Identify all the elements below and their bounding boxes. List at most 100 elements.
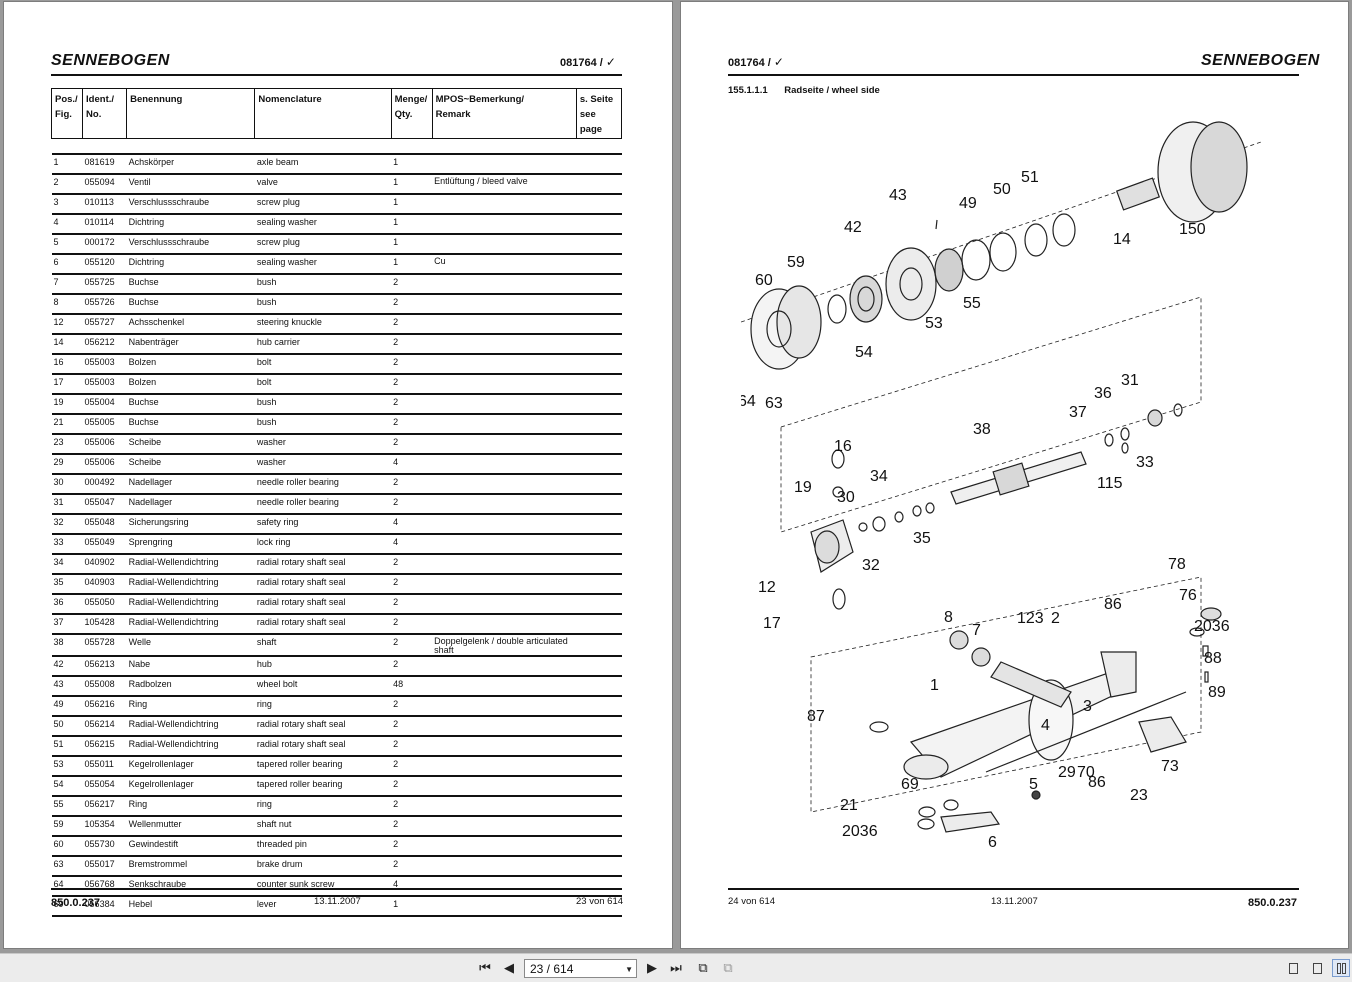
table-cell-see-page — [576, 354, 622, 375]
table-cell-ident: 056768 — [82, 876, 127, 897]
snapshot-icon[interactable]: ⧉ — [723, 960, 733, 975]
table-cell-en: axle beam — [254, 154, 392, 175]
table-cell-qty: 2 — [391, 354, 433, 375]
table-cell-en: bush — [254, 274, 392, 295]
callout-label: 31 — [1121, 372, 1139, 389]
table-cell-remark — [432, 614, 577, 635]
table-cell-remark — [432, 374, 577, 395]
table-cell-qty: 1 — [391, 234, 433, 255]
table-cell-remark — [432, 716, 577, 737]
callout-label: 29 — [1058, 764, 1076, 781]
table-cell-ident: 056213 — [82, 656, 127, 677]
table-cell-en: valve — [254, 174, 392, 195]
table-cell-de: Scheibe — [126, 454, 255, 475]
first-page-icon[interactable]: ⏮ — [479, 960, 491, 975]
table-cell-de: Ring — [126, 696, 255, 717]
table-cell-see-page — [576, 474, 622, 495]
footer-page-number: 23 von 614 — [576, 896, 624, 907]
table-cell-see-page — [576, 876, 622, 897]
prev-page-icon[interactable]: ◀ — [504, 960, 514, 975]
table-cell-de: Verschlussschraube — [126, 234, 255, 255]
table-cell-ident: 081619 — [82, 154, 127, 175]
table-cell-pos: 7 — [51, 274, 83, 295]
table-cell-remark — [432, 294, 577, 315]
callout-label: 86 — [1104, 596, 1122, 613]
table-cell-remark: Cu — [432, 254, 577, 275]
table-cell-de: Achskörper — [126, 154, 255, 175]
table-cell-pos: 1 — [51, 154, 83, 175]
table-cell-en: bolt — [254, 354, 392, 375]
table-cell-ident: 056217 — [82, 796, 127, 817]
table-cell-pos: 53 — [51, 756, 83, 777]
table-cell-qty: 2 — [391, 434, 433, 455]
table-cell-qty: 2 — [391, 736, 433, 757]
table-cell-remark — [432, 816, 577, 837]
callout-label: 115 — [1097, 475, 1123, 492]
table-cell-de: Dichtring — [126, 214, 255, 235]
table-cell-pos: 30 — [51, 474, 83, 495]
continuous-view-icon[interactable] — [1308, 959, 1326, 977]
next-page-icon[interactable]: ▶ — [647, 960, 657, 975]
table-cell-remark — [432, 474, 577, 495]
table-cell-ident: 056215 — [82, 736, 127, 757]
table-cell-see-page — [576, 374, 622, 395]
table-cell-en: lever — [254, 896, 392, 917]
footer-date: 13.11.2007 — [991, 896, 1038, 907]
table-cell-remark — [432, 434, 577, 455]
table-cell-de: Radial-Wellendichtring — [126, 554, 255, 575]
table-cell-see-page — [576, 796, 622, 817]
callout-label: 89 — [1208, 684, 1226, 701]
table-cell-en: radial rotary shaft seal — [254, 614, 392, 635]
table-cell-ident: 055006 — [82, 454, 127, 475]
table-cell-ident: 055094 — [82, 174, 127, 195]
section-heading: 155.1.1.1 Radseite / wheel side — [728, 85, 894, 96]
table-cell-see-page — [576, 614, 622, 635]
table-cell-de: Radial-Wellendichtring — [126, 574, 255, 595]
table-cell-see-page — [576, 494, 622, 515]
sennebogen-logo: SENNEBOGEN — [1201, 52, 1320, 69]
single-page-view-icon[interactable] — [1284, 959, 1302, 977]
table-cell-remark — [432, 354, 577, 375]
footer-doc-number: 850.0.237 — [51, 897, 100, 909]
table-cell-en: safety ring — [254, 514, 392, 535]
callout-label: 2 — [1051, 610, 1060, 627]
table-cell-qty: 2 — [391, 816, 433, 837]
table-cell-pos: 63 — [51, 856, 83, 877]
callout-label: 12 — [758, 579, 776, 596]
callout-label: 86 — [1088, 774, 1106, 791]
table-cell-qty: 1 — [391, 174, 433, 195]
last-page-icon[interactable]: ⏭ — [670, 960, 682, 975]
table-cell-ident: 055726 — [82, 294, 127, 315]
table-cell-de: Verschlussschraube — [126, 194, 255, 215]
left-page: SENNEBOGEN 081764 / ✓ Pos./Fig. Ident./N… — [4, 2, 672, 948]
col-ident-header: Ident./No. — [82, 88, 128, 139]
page-number-select[interactable]: 23 / 614 ▼ — [524, 959, 637, 978]
table-cell-ident: 000172 — [82, 234, 127, 255]
table-cell-de: Wellenmutter — [126, 816, 255, 837]
table-cell-en: radial rotary shaft seal — [254, 554, 392, 575]
callout-label: 73 — [1161, 758, 1179, 775]
table-cell-de: Bolzen — [126, 374, 255, 395]
section-number: 155.1.1.1 — [728, 85, 768, 96]
table-cell-en: screw plug — [254, 234, 392, 255]
table-cell-de: Ventil — [126, 174, 255, 195]
callout-label: 123 — [1017, 610, 1044, 627]
callout-label: 1 — [930, 677, 939, 694]
doc-number-text: 081764 / — [560, 57, 603, 69]
table-cell-pos: 12 — [51, 314, 83, 335]
rotate-view-icon[interactable]: ⧉ — [698, 960, 708, 975]
two-page-view-icon[interactable] — [1332, 959, 1350, 977]
table-cell-see-page — [576, 676, 622, 697]
table-cell-remark: Doppelgelenk / double articulated shaft — [432, 634, 577, 657]
table-cell-remark — [432, 776, 577, 797]
